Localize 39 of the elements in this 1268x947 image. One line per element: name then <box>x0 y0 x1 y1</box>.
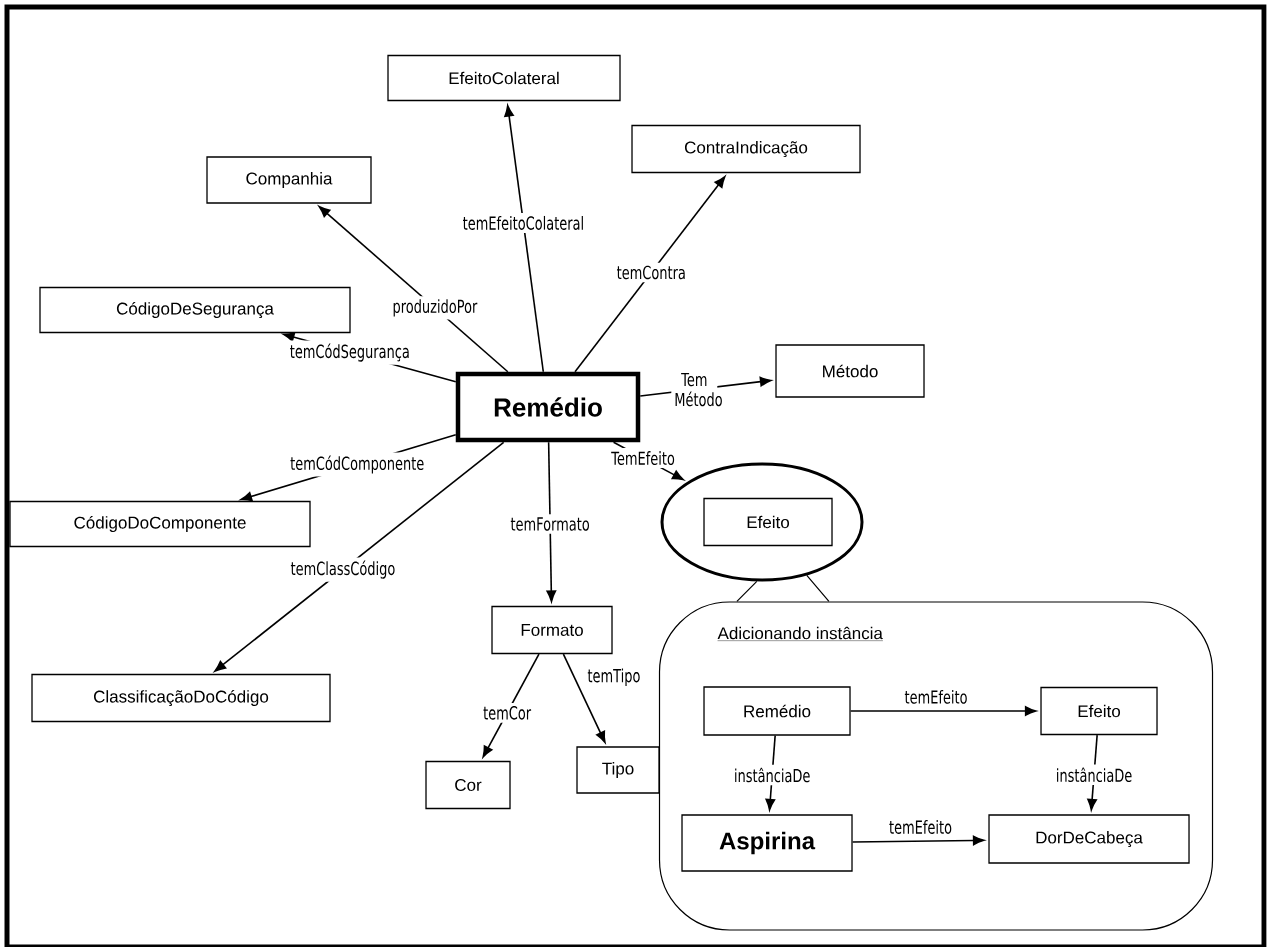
class-box: ContraIndicação <box>631 124 861 174</box>
class-box: CódigoDeSegurança <box>39 286 351 334</box>
edge-label: temEfeito <box>886 816 955 837</box>
class-box: Remédio <box>455 371 641 443</box>
class-box: Companhia <box>206 156 372 204</box>
edge-label: temCódSegurança <box>286 340 413 365</box>
edge-label: temContra <box>613 262 689 283</box>
class-box: Cor <box>425 760 511 810</box>
arrow <box>318 205 509 373</box>
edge-label: temClassCódigo <box>287 557 399 582</box>
edge-label: temEfeitoColateral <box>459 212 588 233</box>
arrow <box>214 441 505 672</box>
class-box: Tipo <box>576 746 660 794</box>
arrow <box>562 653 606 743</box>
arrow <box>574 176 726 373</box>
callout-tail <box>736 574 830 602</box>
edge-label: TemEfeito <box>608 448 678 469</box>
arrow <box>851 835 985 846</box>
class-box: ClassificaçãoDoCódigo <box>31 673 331 723</box>
instance-box: Aspirina <box>681 814 853 872</box>
class-box: CódigoDoComponente <box>9 500 311 548</box>
edge-label: temTipo <box>584 665 644 689</box>
edge-label: Tem Método <box>671 369 722 410</box>
arrow <box>504 104 545 373</box>
edge-label: temFormato <box>507 514 593 534</box>
edge-label: produzidoPor <box>389 296 481 320</box>
arrow <box>546 441 557 602</box>
class-box: EfeitoColateral <box>387 54 621 102</box>
class-box: Efeito <box>1040 686 1158 736</box>
class-box: Remédio <box>703 686 851 736</box>
edge-label: instânciaDe <box>1052 764 1136 786</box>
edge-label: temCor <box>480 703 535 723</box>
class-box: Formato <box>491 605 613 655</box>
arrow <box>849 706 1037 716</box>
class-box: Método <box>775 344 925 398</box>
edge-label: temCódComponente <box>287 452 428 477</box>
class-box: DorDeCabeça <box>988 814 1190 864</box>
arrow <box>482 653 540 758</box>
class-box: Efeito <box>703 497 833 547</box>
